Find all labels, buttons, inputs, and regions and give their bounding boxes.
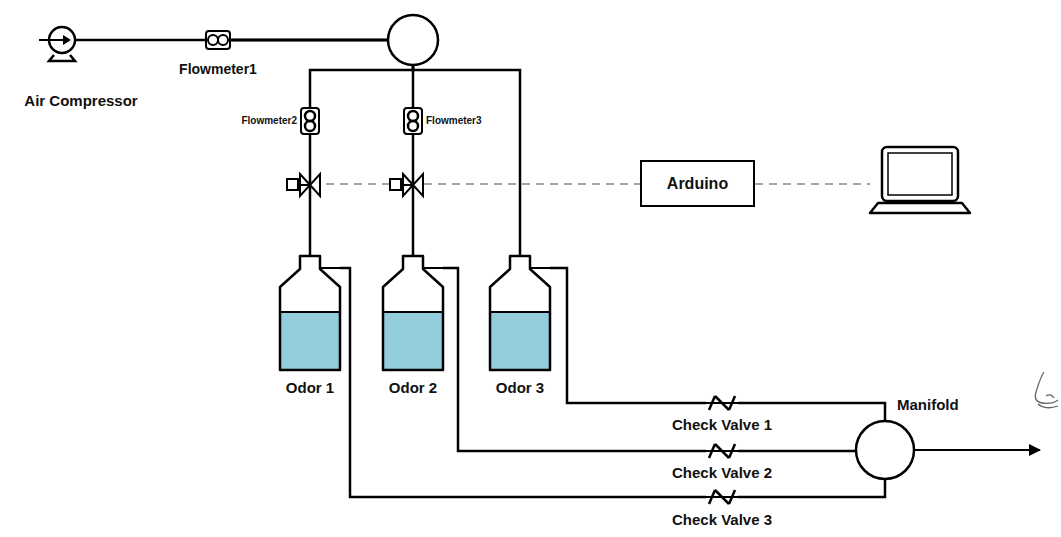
odor-bottle: Odor 1 xyxy=(280,255,340,370)
check-valve-symbol: Check Valve 3 xyxy=(706,489,738,505)
odor-bottle-outline xyxy=(383,255,443,370)
pipe-line xyxy=(75,39,205,42)
flowmeter-symbol: Flowmeter2 xyxy=(300,107,320,135)
pipe-line xyxy=(738,480,885,497)
pipe-line xyxy=(443,268,706,451)
flowmeter-symbol-outline xyxy=(205,30,231,50)
pipe-line xyxy=(231,40,520,255)
flowmeter-symbol-outline xyxy=(403,107,423,135)
flowmeter-symbol-outline xyxy=(300,107,320,135)
box-label: Arduino xyxy=(667,175,728,193)
part-label: Check Valve 2 xyxy=(672,464,772,481)
check-valve-symbol-outline xyxy=(706,443,738,459)
check-valve-symbol: Check Valve 2 xyxy=(706,443,738,459)
manifold-circle: Manifold xyxy=(855,420,915,480)
usb-link-line xyxy=(755,183,870,185)
solenoid-valve-symbol xyxy=(287,174,320,196)
controller-box: Arduino xyxy=(640,160,755,207)
part-label: Check Valve 1 xyxy=(672,416,772,433)
odor-bottle-outline xyxy=(280,255,340,370)
pipe-line xyxy=(231,40,413,107)
part-label: Odor 2 xyxy=(389,379,437,396)
part-label: Flowmeter3 xyxy=(426,115,482,127)
flowmeter-symbol: Flowmeter3 xyxy=(403,107,423,135)
manifold-circle-outline xyxy=(855,420,915,480)
part-label: Manifold xyxy=(897,396,959,413)
check-valve-symbol-outline xyxy=(706,395,738,411)
pipe-line xyxy=(412,135,415,255)
outlet-arrow xyxy=(915,449,1040,451)
odor-bottle: Odor 3 xyxy=(490,255,550,370)
pipe-line xyxy=(309,135,312,255)
check-valve-symbol: Check Valve 1 xyxy=(706,395,738,411)
splitter-circle xyxy=(388,15,438,65)
pipe-line xyxy=(231,40,413,107)
part-label: Odor 3 xyxy=(496,379,544,396)
solenoid-valve-symbol xyxy=(390,174,423,196)
compressor-symbol: Air Compressor xyxy=(49,27,75,53)
control-signal-line xyxy=(298,183,640,185)
part-label: Flowmeter1 xyxy=(179,61,257,77)
part-label: Air Compressor xyxy=(24,92,137,109)
part-label: Check Valve 3 xyxy=(672,511,772,528)
nose-icon xyxy=(1035,372,1058,408)
pipe-line xyxy=(340,268,706,497)
pipe-line xyxy=(550,268,706,403)
flowmeter-symbol: Flowmeter1 xyxy=(205,30,231,50)
part-label: Flowmeter2 xyxy=(241,115,297,127)
odor-bottle: Odor 2 xyxy=(383,255,443,370)
pipe-line xyxy=(738,450,855,453)
laptop-icon xyxy=(870,147,970,213)
check-valve-symbol-outline xyxy=(706,489,738,505)
odor-bottle-outline xyxy=(490,255,550,370)
part-label: Odor 1 xyxy=(286,379,334,396)
compressor-symbol-outline xyxy=(49,27,75,53)
